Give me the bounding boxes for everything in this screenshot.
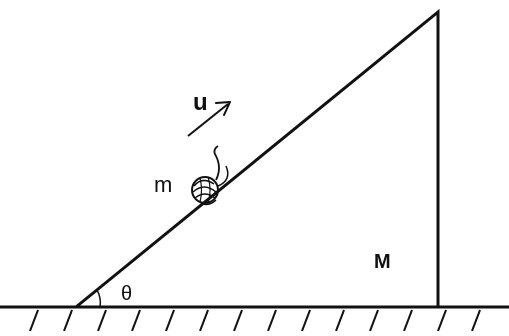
wedge	[75, 8, 440, 309]
ground-hatching	[29, 309, 481, 332]
small-mass-label: m	[154, 172, 172, 197]
small-mass-object	[191, 145, 229, 206]
velocity-arrow	[187, 101, 231, 137]
angle-arc	[96, 289, 102, 308]
large-mass-label: M	[374, 251, 391, 273]
angle-label: θ	[121, 283, 132, 305]
velocity-label: u	[193, 89, 208, 116]
